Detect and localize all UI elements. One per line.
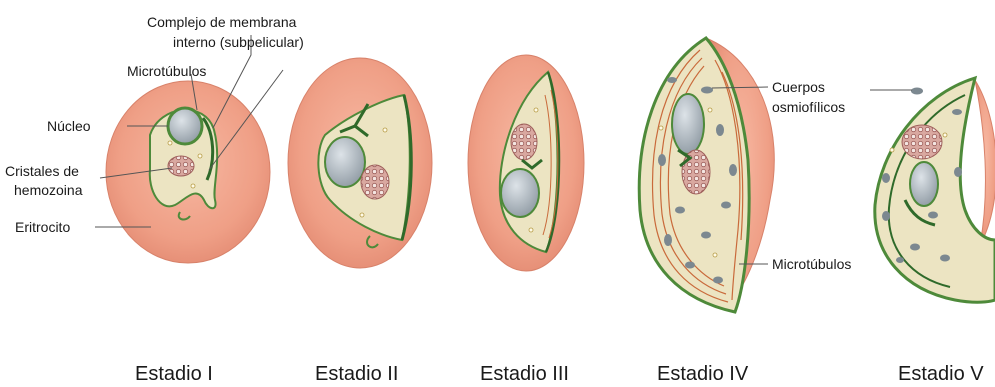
hemozoin-crystals <box>361 165 389 199</box>
stage-1-cell <box>106 81 270 263</box>
nucleus <box>325 137 365 187</box>
stage-2-cell <box>288 58 432 268</box>
stage-title-5: Estadio V <box>898 363 984 385</box>
label-inner-membrane-complex-line1: Complejo de membrana <box>147 14 297 30</box>
nucleus <box>168 108 202 144</box>
nucleus <box>910 162 938 206</box>
stage-5-cell <box>875 78 995 302</box>
label-inner-membrane-complex-line2: interno (subpelicular) <box>173 34 304 50</box>
stage-title-3: Estadio III <box>480 363 569 385</box>
hemozoin-crystals <box>511 124 537 160</box>
nucleus <box>672 94 704 154</box>
nucleus <box>501 169 539 217</box>
stage-title-2: Estadio II <box>315 363 398 385</box>
label-nucleus: Núcleo <box>47 118 91 134</box>
label-osmiophilic-line1: Cuerpos <box>772 79 825 95</box>
label-microtubules-right: Microtúbulos <box>772 256 851 272</box>
stage-3-cell <box>468 55 584 271</box>
label-osmiophilic-line2: osmiofílicos <box>772 99 845 115</box>
label-hemozoin-line2: hemozoina <box>14 182 83 198</box>
label-erythrocyte: Eritrocito <box>15 219 70 235</box>
hemozoin-crystals <box>168 156 194 176</box>
stage-title-1: Estadio I <box>135 363 213 385</box>
label-microtubules-left: Microtúbulos <box>127 63 206 79</box>
stage-4-cell <box>639 38 774 312</box>
hemozoin-crystals <box>902 125 942 159</box>
label-hemozoin-line1: Cristales de <box>5 163 79 179</box>
stage-title-4: Estadio IV <box>657 363 749 385</box>
erythrocyte <box>975 80 995 245</box>
